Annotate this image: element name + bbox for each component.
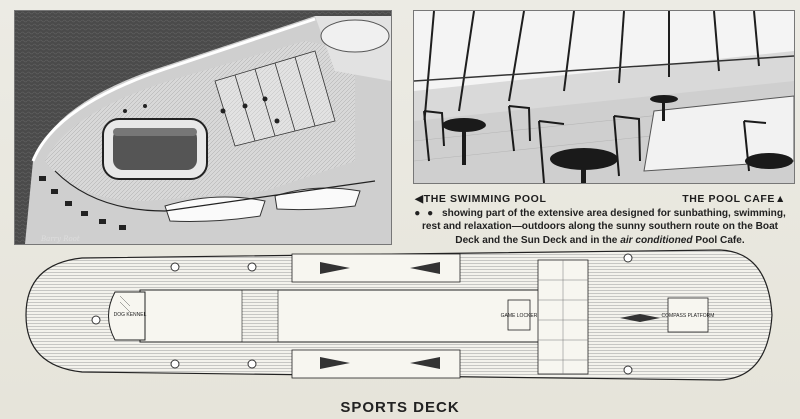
- pool-cafe-illustration: [413, 10, 795, 184]
- pool-cafe-caption: THE POOL CAFE▲: [682, 193, 786, 205]
- caption-description: ● ● showing part of the extensive area d…: [410, 207, 790, 247]
- artist-signature: Barry Root: [41, 235, 80, 243]
- arrow-up-icon: ▲: [775, 193, 786, 205]
- sports-deck-title: SPORTS DECK: [340, 399, 460, 416]
- swimming-pool-caption: ◀THE SWIMMING POOL: [415, 193, 546, 205]
- game-locker-label: GAME LOCKER: [501, 313, 538, 319]
- bullet-icon: ● ●: [414, 208, 436, 219]
- pool-drawing: [15, 11, 391, 244]
- sports-deck-plan: DOG KENNEL GAME LOCKER COMPASS PLATFORM: [25, 249, 773, 381]
- caption-text-part1: showing part of the extensive area desig…: [421, 208, 786, 246]
- compass-platform-label: COMPASS PLATFORM: [662, 313, 715, 319]
- dog-kennel-label: DOG KENNEL: [114, 312, 147, 318]
- pool-cafe-title: THE POOL CAFE: [682, 193, 775, 205]
- caption-text-part2: Pool Cafe.: [695, 234, 745, 246]
- swimming-pool-title: THE SWIMMING POOL: [423, 193, 547, 205]
- cafe-drawing: [414, 11, 794, 183]
- caption-text-emphasis: air conditioned: [620, 234, 693, 246]
- swimming-pool-illustration: Barry Root: [14, 10, 392, 245]
- arrow-left-icon: ◀: [415, 193, 424, 205]
